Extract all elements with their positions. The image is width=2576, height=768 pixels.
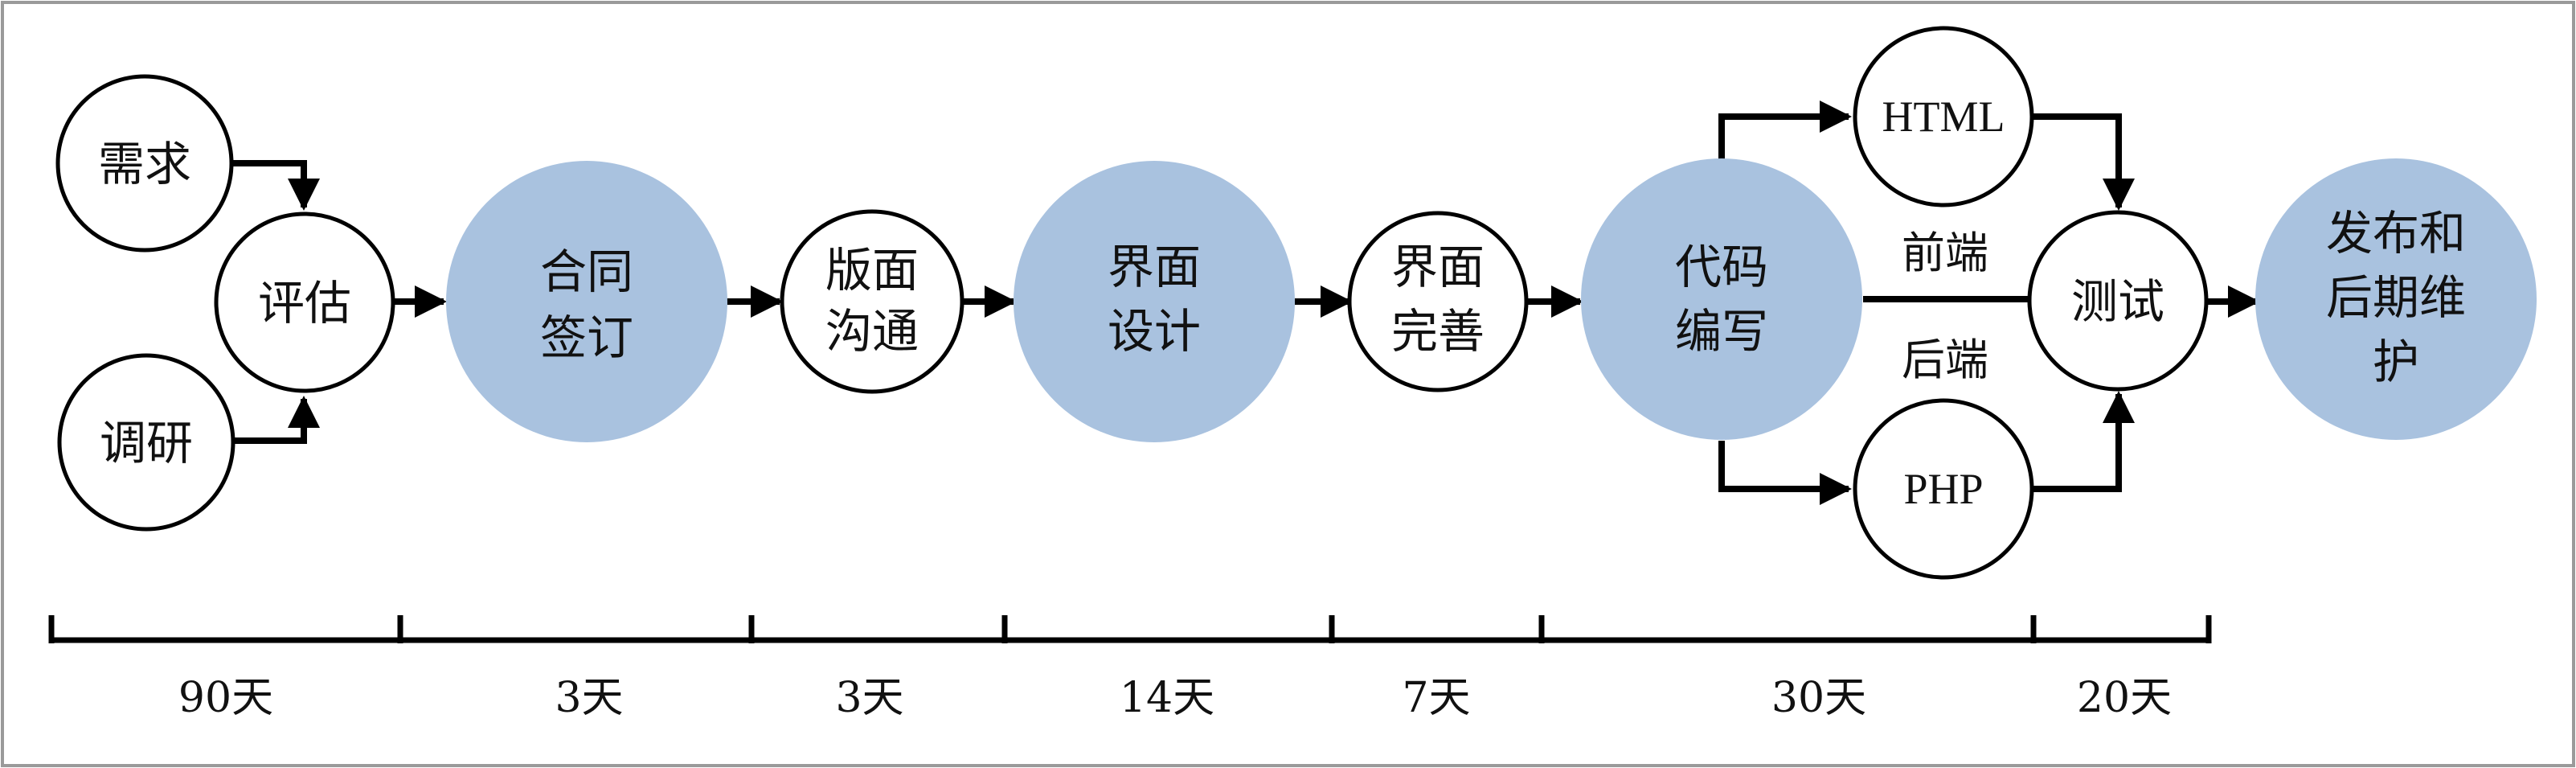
- duration-label: 3天: [835, 674, 903, 722]
- edge-daima-php: [1718, 441, 1852, 505]
- node-xuqiu: [55, 74, 234, 253]
- label-daima-line1: 代码: [1675, 240, 1768, 294]
- label-xuqiu: 需求: [98, 137, 191, 191]
- label-hetong-line2: 签订: [540, 310, 633, 365]
- label-fabu-line1: 发布和: [2326, 206, 2466, 261]
- node-labels: 需求 调研 评估 合同 签订 版面 沟通 界面 设计 界面 完善 代码 编写 H…: [98, 92, 2466, 513]
- label-pinggu: 评估: [258, 276, 351, 331]
- duration-labels: 90天 3天 3天 14天 7天 30天 20天: [178, 674, 2172, 722]
- node-jiemian-sheji: [1014, 161, 1295, 442]
- node-php: [1853, 398, 2034, 580]
- node-hetong: [446, 161, 727, 442]
- label-banmian-line1: 版面: [825, 243, 919, 298]
- label-jiemian-sheji-line2: 设计: [1108, 304, 1201, 359]
- node-html: [1853, 26, 2034, 207]
- duration-label: 3天: [555, 674, 623, 722]
- duration-label: 20天: [2077, 674, 2172, 722]
- duration-label: 7天: [1402, 674, 1470, 722]
- edge-diaoyan-pinggu: [233, 396, 320, 444]
- label-diaoyan: 调研: [100, 416, 193, 470]
- label-php: PHP: [1903, 465, 1983, 513]
- label-banmian-line2: 沟通: [825, 304, 919, 359]
- node-diaoyan: [57, 353, 235, 532]
- label-jiemian-wanshan-line2: 完善: [1391, 304, 1485, 359]
- label-hetong-line1: 合同: [540, 244, 633, 299]
- label-fabu-line3: 护: [2373, 335, 2419, 389]
- label-html: HTML: [1882, 92, 2005, 141]
- node-daima: [1581, 158, 1862, 440]
- edge-label-backend: 后端: [1902, 335, 1988, 385]
- node-fabu: [2255, 158, 2537, 440]
- edge-php-ceshi: [2032, 391, 2135, 492]
- edge-xuqiu-pinggu: [231, 160, 320, 211]
- label-fabu-line2: 后期维: [2326, 270, 2466, 325]
- connectors: [231, 101, 2260, 505]
- duration-label: 14天: [1120, 674, 1214, 722]
- duration-label: 30天: [1771, 674, 1866, 722]
- label-jiemian-sheji-line1: 界面: [1108, 240, 1201, 294]
- edge-daima-html: [1718, 101, 1852, 163]
- timeline-axis: [48, 615, 2212, 643]
- label-ceshi: 测试: [2071, 274, 2164, 329]
- label-daima-line2: 编写: [1675, 304, 1768, 359]
- label-jiemian-wanshan-line1: 界面: [1391, 240, 1485, 294]
- node-pinggu: [214, 212, 395, 393]
- node-ceshi: [2027, 210, 2209, 392]
- node-banmian: [780, 209, 964, 394]
- edge-label-frontend: 前端: [1902, 228, 1988, 278]
- node-jiemian-wanshan: [1347, 211, 1529, 392]
- edge-labels: 前端 后端: [1902, 228, 1988, 385]
- edge-html-ceshi: [2032, 113, 2135, 211]
- nodes: [55, 26, 2537, 580]
- duration-label: 90天: [178, 674, 273, 722]
